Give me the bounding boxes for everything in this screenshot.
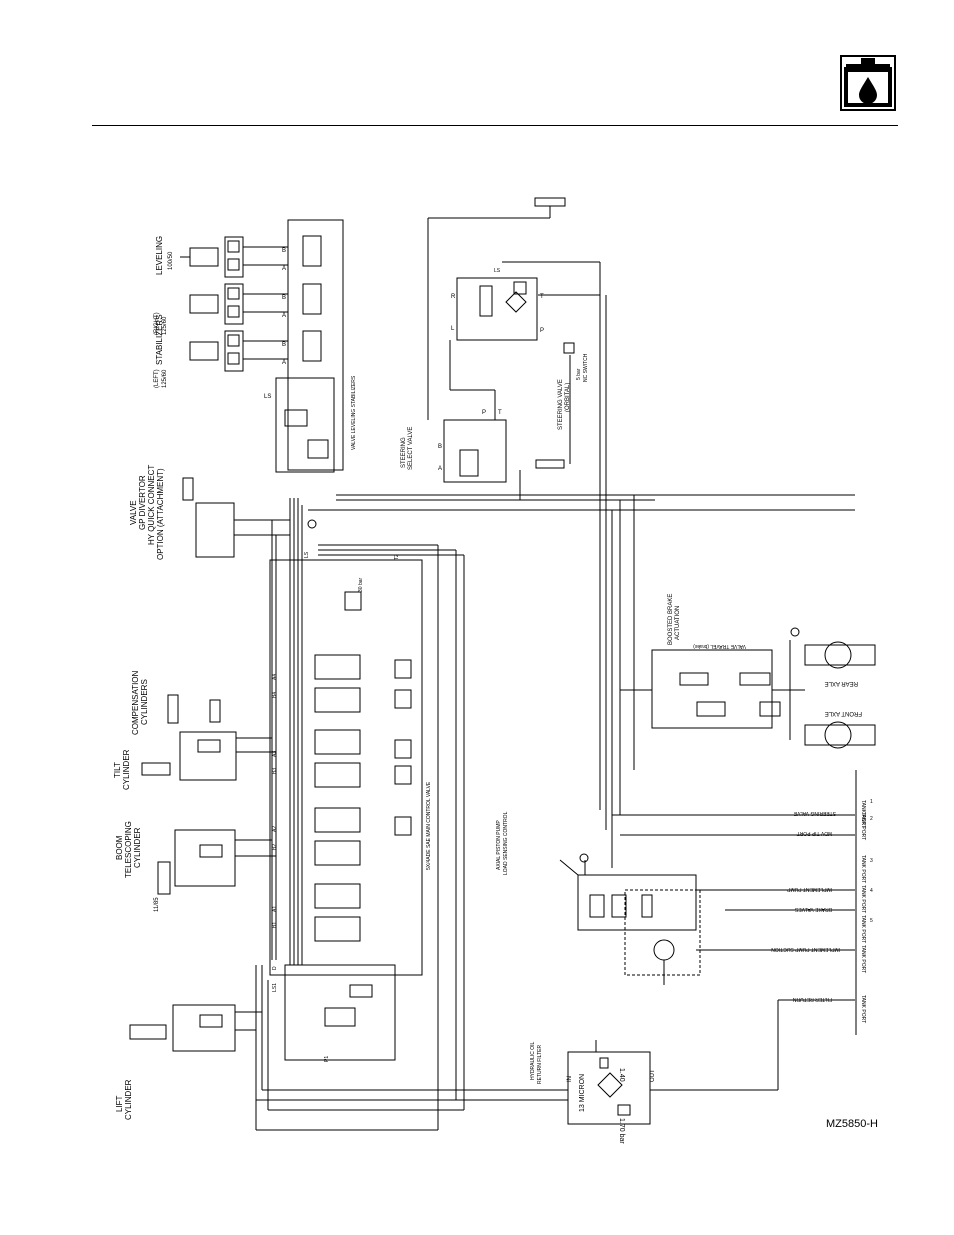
label-leveling-size: 100/50 xyxy=(168,251,174,270)
label-tank-port-6: TANK PORT xyxy=(860,945,866,973)
label-bar-140: 1.40 xyxy=(618,1068,625,1082)
label-option-attach: OPTION (ATTACHMENT) xyxy=(156,468,165,560)
label-bar-5: 5 bar xyxy=(576,368,582,380)
label-stab-right: (RIGHT) xyxy=(154,312,160,335)
label-comp-cyl2: CYLINDERS xyxy=(140,679,149,725)
label-boosted-brake: BOOSTED BRAKE xyxy=(668,594,674,645)
label-hyd-filter: HYDRAULIC OIL xyxy=(530,1041,536,1080)
label-steering-orb2: (ORBITAL) xyxy=(565,383,571,412)
label-tank-port-1: TANK PORT xyxy=(860,800,866,828)
figure-id: MZ5850-H xyxy=(826,1118,878,1130)
label-tp-2: 2 xyxy=(870,816,873,822)
label-stab-left: (LEFT) xyxy=(154,369,160,388)
label-steering-select: STEERING xyxy=(401,437,407,468)
label-line-mdv: MDV TIP PORT xyxy=(797,830,832,836)
label-ls1: LS1 xyxy=(272,983,278,992)
label-hyd-filter2: RETURN FILTER xyxy=(537,1045,543,1084)
label-main-valve: 5X/4ADE SAE MAIN CONTROL VALVE xyxy=(426,781,432,870)
label-tp-3: 3 xyxy=(870,858,873,864)
label-line-steering: STEERING VALVE xyxy=(793,810,836,816)
label-in: IN xyxy=(567,1076,573,1082)
label-bar-170: 1.70 bar xyxy=(618,1118,625,1144)
header-rule xyxy=(92,125,898,126)
label-b1: B1 xyxy=(272,922,278,928)
label-boom: BOOM xyxy=(115,835,124,860)
label-boom3: CYLINDER xyxy=(133,827,142,868)
label-sel-t: T xyxy=(498,410,502,416)
label-tp-1: 1 xyxy=(870,799,873,805)
label-p1: P1 xyxy=(324,1056,330,1062)
label-pump: AXIAL PISTON PUMP xyxy=(496,820,502,870)
label-orb-t: T xyxy=(540,294,544,300)
label-valve-leveling-stab: VALVE LEVELING STABILIZERS xyxy=(351,375,357,450)
label-line-brake: BRAKE VALVES xyxy=(794,906,832,912)
label-micron: 13 MICRON xyxy=(579,1074,586,1112)
label-a3: A3 xyxy=(272,751,278,757)
label-boom2: TELESCOPING xyxy=(124,821,133,878)
label-line-filter-return: FILTER RETURN xyxy=(793,996,832,1002)
label-port-b3: B xyxy=(282,342,286,348)
label-orb-p: P xyxy=(540,328,544,334)
label-port-b2: B xyxy=(282,295,286,301)
label-rear-axle: REAR AXLE xyxy=(825,680,858,686)
label-d: D xyxy=(272,966,278,970)
label-tp-5: 5 xyxy=(870,918,873,924)
label-tilt: TILT xyxy=(113,762,122,778)
label-lift2: CYLINDER xyxy=(124,1079,133,1120)
label-boom-size: 11/85 xyxy=(154,897,160,912)
label-sel-p: P xyxy=(482,410,486,416)
label-pump2: LOAD SENSING CONTROL xyxy=(503,811,509,875)
label-a4: A4 xyxy=(272,674,278,680)
label-port-a1: A xyxy=(282,266,286,272)
label-out: OUT xyxy=(650,1069,656,1082)
label-tank-port-3: TANK PORT xyxy=(860,855,866,883)
label-orb-ls: LS xyxy=(494,268,501,274)
label-tank-port-4: TANK PORT xyxy=(860,885,866,913)
label-nc-switch: NC SWITCH xyxy=(583,353,589,382)
label-leveling: LEVELING xyxy=(155,236,164,275)
label-orb-l: L xyxy=(451,326,455,332)
label-tp-4: 4 xyxy=(870,888,873,894)
label-tank-port-2: TANK PORT xyxy=(860,812,866,840)
hydraulic-section-icon xyxy=(840,55,896,111)
label-tilt2: CYLINDER xyxy=(122,749,131,790)
label-stabilizers: STABILIZERS xyxy=(155,314,164,365)
label-tank-port-5: TANK PORT xyxy=(860,915,866,943)
label-port-b1: B xyxy=(282,248,286,254)
label-boosted-brake2: ACTUATION xyxy=(675,606,681,640)
label-bar-30: 30 bar xyxy=(358,577,364,592)
label-stab-left-size: 125/60 xyxy=(162,369,168,388)
label-stab-right-size: 125/60 xyxy=(162,316,168,335)
label-a1: A1 xyxy=(272,906,278,912)
label-front-axle: FRONT AXLE xyxy=(825,710,862,716)
label-a2: A2 xyxy=(272,826,278,832)
label-hy-quick: HY QUICK CONNECT xyxy=(147,465,156,545)
label-port-a3: A xyxy=(282,360,286,366)
label-b4: B4 xyxy=(272,692,278,698)
label-valve: VALVE xyxy=(129,500,138,525)
label-steering-select2: SELECT VALVE xyxy=(408,427,414,470)
label-b3: B3 xyxy=(272,768,278,774)
label-gp-divertor: GP DIVERTOR xyxy=(138,475,147,530)
label-orb-r: R xyxy=(451,294,456,300)
label-steering-orb: STEERING VALVE xyxy=(558,379,564,430)
label-valve-travel: VALVE TRAVEL (brake) xyxy=(693,643,746,649)
label-sel-a: A xyxy=(438,466,442,472)
label-sel-b: B xyxy=(438,444,442,450)
label-ls-main: LS xyxy=(304,551,310,558)
label-b2: B2 xyxy=(272,844,278,850)
label-tank-port-7: TANK PORT xyxy=(860,995,866,1023)
label-line-suction: IMPLEMENT PUMP SUCTION xyxy=(771,946,840,952)
label-comp-cyl: COMPENSATION xyxy=(131,670,140,735)
label-port-a2: A xyxy=(282,313,286,319)
label-lift: LIFT xyxy=(115,1095,124,1112)
label-line-impl-pump: IMPLEMENT PUMP xyxy=(786,886,832,892)
label-port-ls-upper: LS xyxy=(264,394,271,400)
label-t2: T2 xyxy=(394,554,400,560)
